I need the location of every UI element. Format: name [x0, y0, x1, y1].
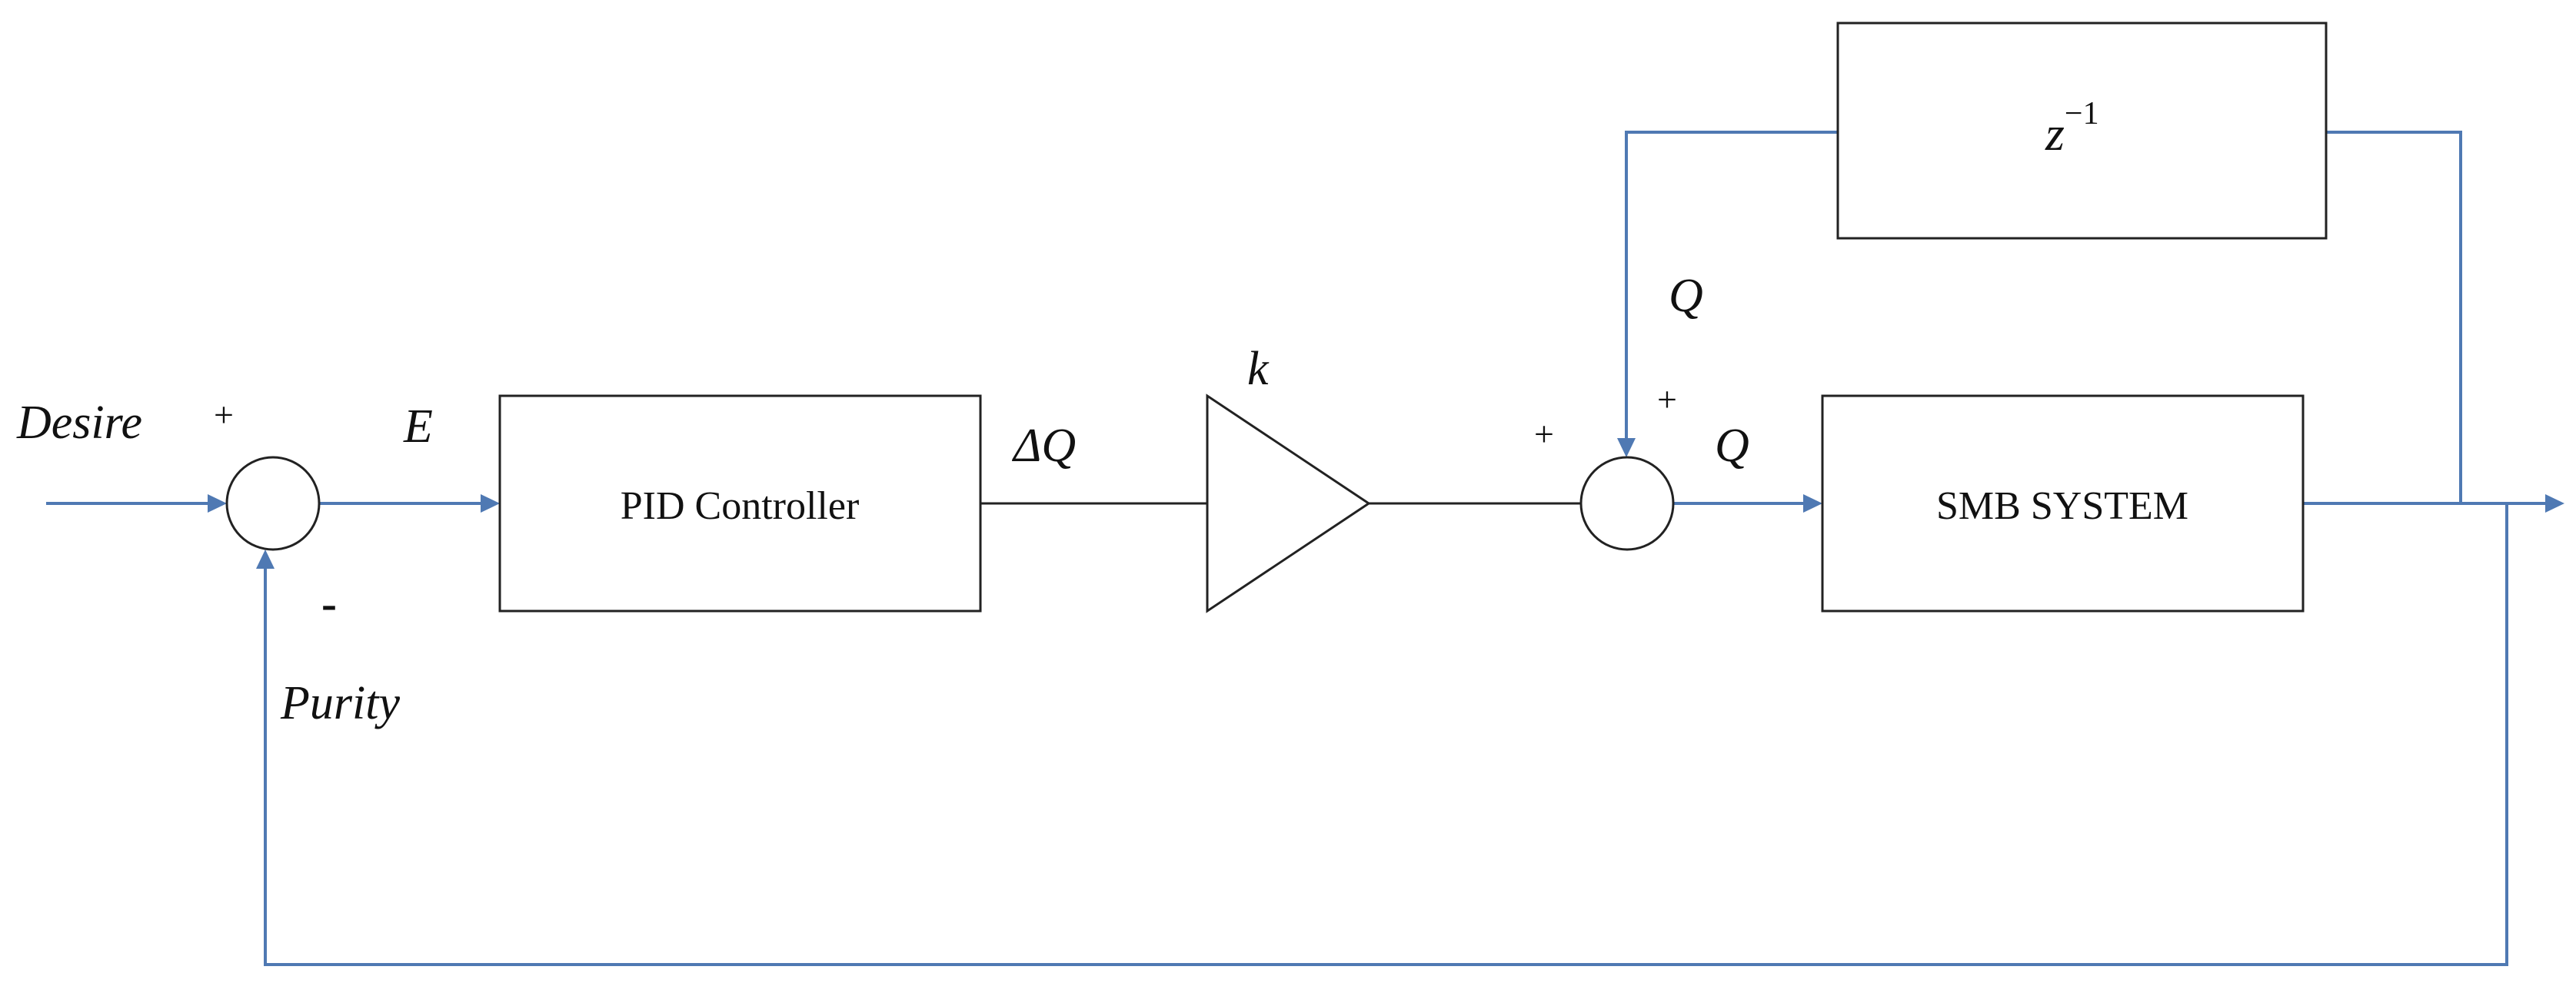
arrowhead: [481, 494, 500, 513]
sum2-top-plus-sign: +: [1657, 380, 1677, 419]
smb-system-label: SMB SYSTEM: [1936, 484, 2188, 528]
sum1-minus-sign: -: [321, 578, 337, 629]
sum2-left-plus-sign: +: [1534, 414, 1554, 453]
purity-feedback-line: [264, 503, 2508, 966]
arrowhead: [256, 550, 275, 569]
q-forward-label: Q: [1715, 420, 1749, 472]
summing-junction-flow: [1579, 456, 1675, 551]
delay-exponent: −1: [2065, 96, 2099, 131]
delay-feedback-line: [2326, 131, 2462, 503]
delay-label: z−1: [2045, 96, 2099, 161]
arrowhead: [208, 494, 227, 513]
error-label: E: [403, 400, 433, 453]
pid-controller-label: PID Controller: [621, 484, 860, 528]
gain-label: k: [1247, 343, 1270, 395]
sum1-plus-sign: +: [214, 395, 234, 434]
arrowhead: [1803, 494, 1822, 513]
q-feedback-label: Q: [1669, 270, 1703, 322]
gain-block: [1206, 394, 1371, 613]
output-arrowhead: [2545, 494, 2564, 513]
desire-label: Desire: [16, 397, 142, 449]
summing-junction-error: [225, 456, 321, 551]
purity-label: Purity: [280, 677, 400, 729]
delay-output-line: [1625, 131, 1838, 442]
smb-system-block: [1821, 394, 2305, 613]
pid-controller-block: [498, 394, 982, 613]
delay-block: [1836, 22, 2328, 240]
delta-q-label: ΔQ: [1011, 420, 1076, 472]
delay-base: z: [2045, 106, 2065, 161]
arrowhead: [1617, 438, 1636, 457]
